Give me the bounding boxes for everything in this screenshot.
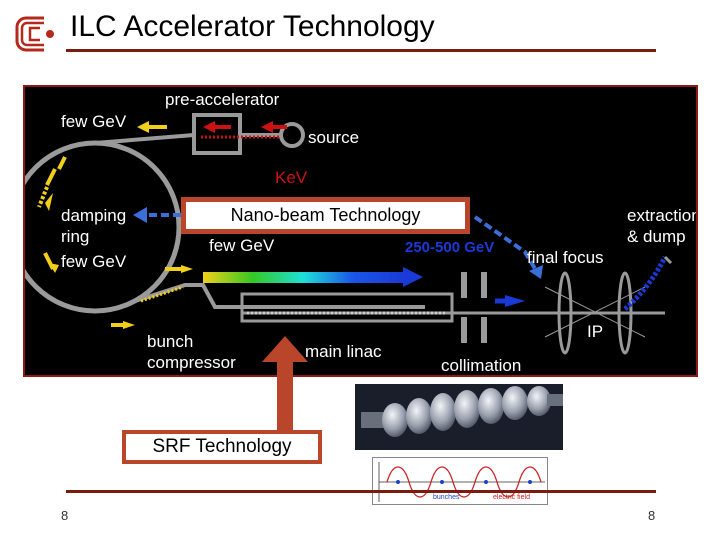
electric-field-plot: bunches electric field: [372, 457, 548, 505]
page-title: ILC Accelerator Technology: [70, 10, 435, 43]
collimation-shape: [461, 272, 467, 298]
main-linac-shape: [240, 292, 454, 323]
final-focus-label: final focus: [527, 248, 604, 267]
srf-technology-callout: SRF Technology: [122, 430, 322, 464]
srf-cavity-image: [355, 384, 563, 450]
footer-divider: [66, 490, 656, 493]
nano-beam-callout-arrow: [473, 215, 543, 279]
energy-range-label: 250-500 GeV: [405, 239, 495, 256]
beam-direction-arrow: [137, 121, 167, 133]
main-linac-label: main linac: [305, 342, 382, 361]
few-gev-top-label: few GeV: [61, 112, 127, 131]
nano-beam-callout-arrow: [133, 207, 205, 223]
source-label: source: [308, 128, 360, 147]
srf-callout-arrow: [262, 336, 308, 437]
damping-ring-label: damping ring: [61, 206, 127, 246]
kev-label: KeV: [275, 168, 308, 187]
bunch-compressor-label: bunch compressor: [147, 332, 236, 372]
pre-accelerator-box: [192, 113, 242, 155]
final-focus-lens: [557, 271, 573, 355]
ilc-logo-icon: [14, 14, 56, 54]
few-gev-linac-label: few GeV: [209, 236, 275, 255]
few-gev-ring-label: few GeV: [61, 252, 127, 271]
collimation-label: collimation: [441, 356, 522, 375]
page-number-left: 8: [61, 508, 69, 523]
beam-direction-arrow: [261, 121, 287, 133]
beam-energy-gradient-arrow: [203, 267, 423, 287]
final-focus-lens: [617, 271, 633, 355]
nano-beam-technology-callout: Nano-beam Technology: [181, 197, 470, 234]
ip-label: IP: [587, 322, 604, 341]
accelerator-schematic: pre-accelerator few GeV source KeV dampi…: [23, 85, 698, 377]
extraction-dump-label: extraction & dump: [627, 206, 698, 246]
electric-field-label: electric field: [493, 494, 530, 501]
bunches-label: bunches: [433, 494, 460, 501]
title-divider: [66, 49, 656, 52]
source-shape: [279, 122, 305, 148]
page-number-right: 8: [648, 508, 656, 523]
pre-accelerator-label: pre-accelerator: [165, 90, 280, 109]
beam-direction-arrow: [203, 121, 231, 133]
